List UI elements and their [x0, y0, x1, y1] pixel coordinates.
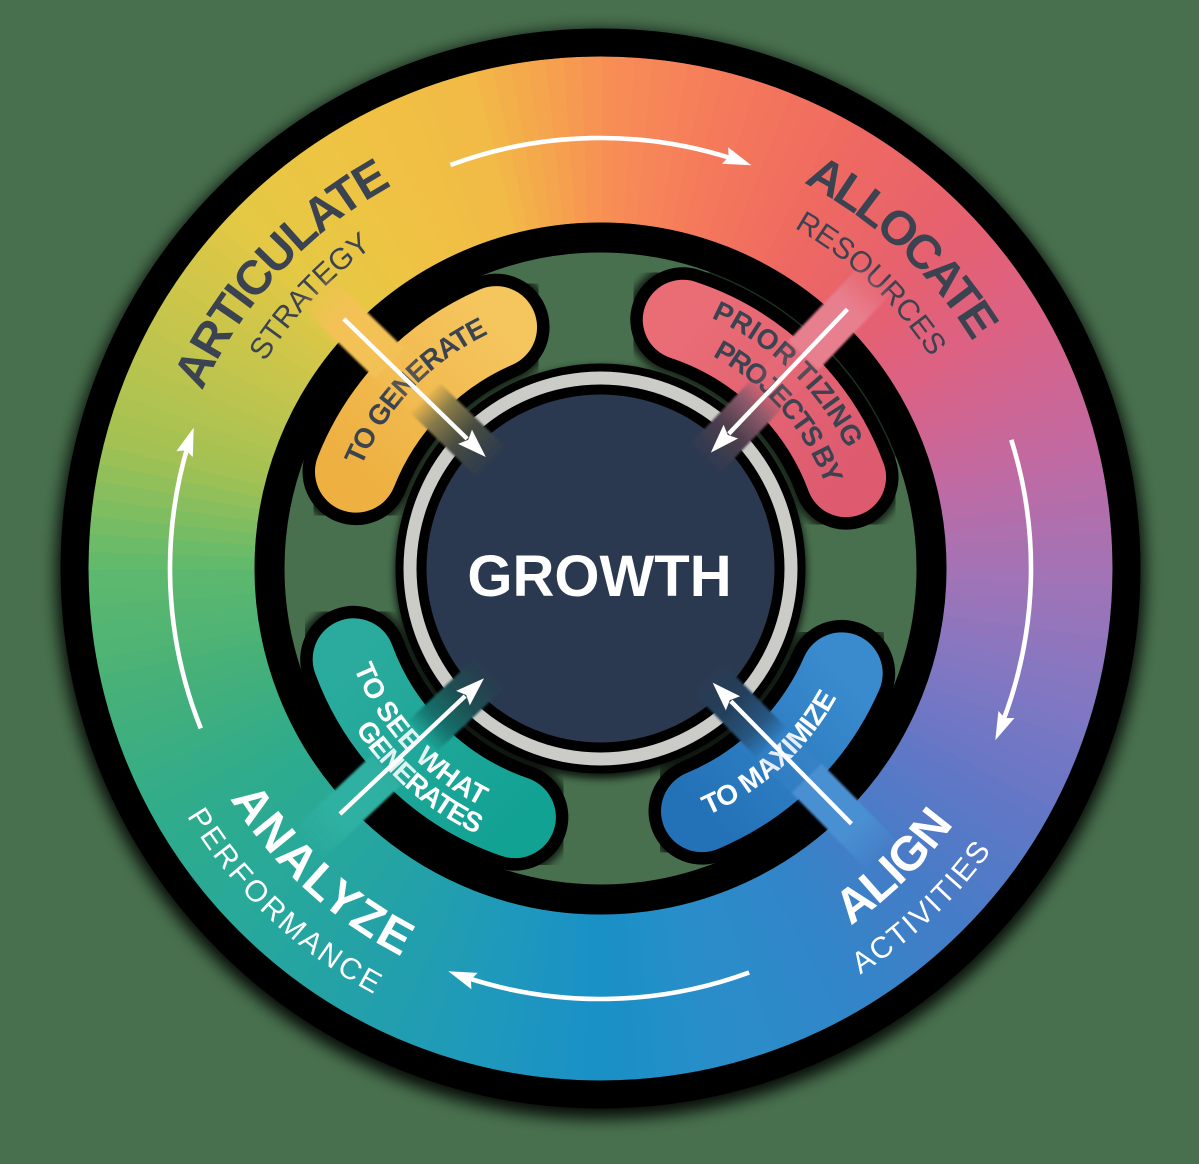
- svg-text:GROWTH: GROWTH: [467, 544, 731, 609]
